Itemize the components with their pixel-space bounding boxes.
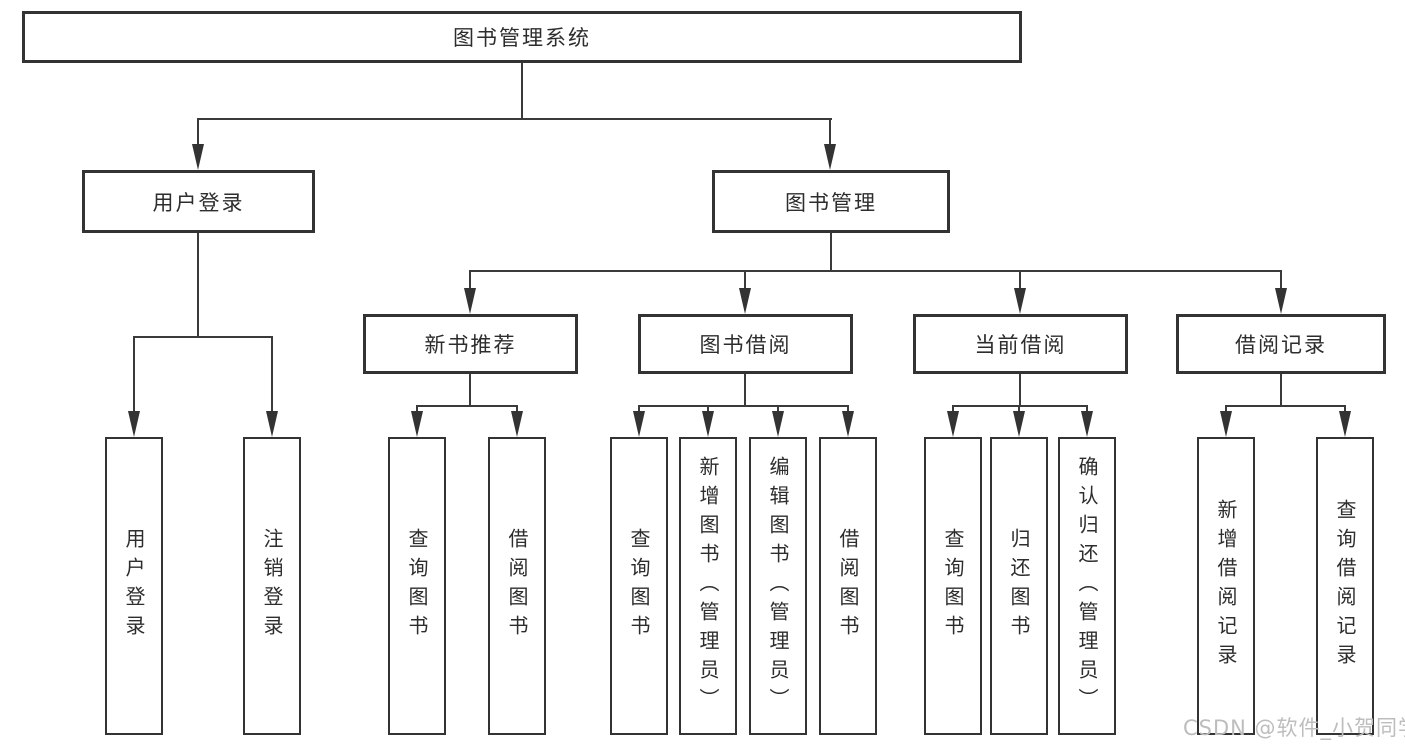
connector-book-borrowing-branch	[638, 405, 849, 407]
node-book-management: 图书管理	[712, 170, 950, 233]
node-add-borrow-record: 新增借阅记录	[1197, 437, 1255, 735]
arrow-down-icon	[128, 411, 140, 437]
connector-new-book-trunk	[469, 374, 471, 407]
arrow-down-icon	[1275, 288, 1287, 314]
connector-new-book-branch	[416, 405, 518, 407]
node-query-books-recommend-label: 查询图书	[405, 528, 429, 644]
node-add-books-admin: 新增图书（管理员）	[679, 437, 737, 735]
csdn-watermark: CSDN @软件_小贺同学	[1183, 716, 1405, 740]
connector-borrowing-records-trunk	[1280, 374, 1282, 407]
connector-stub-user-login	[197, 118, 199, 146]
node-confirm-return-admin-label: 确认归还（管理员）	[1075, 455, 1099, 717]
connector-book-management-trunk	[830, 233, 832, 272]
connector-stub-user-login-action	[133, 336, 135, 413]
node-user-login: 用户登录	[82, 170, 315, 233]
node-new-book-recommend-label: 新书推荐	[424, 333, 517, 357]
connector-book-borrowing-trunk	[744, 374, 746, 407]
node-borrowing-records-label: 借阅记录	[1235, 333, 1327, 357]
node-logout-action: 注销登录	[243, 437, 301, 735]
node-borrow-books-recommend: 借阅图书	[488, 437, 546, 735]
connector-stub	[952, 405, 954, 413]
node-add-borrow-record-label: 新增借阅记录	[1214, 499, 1238, 673]
connector-user-login-branch	[133, 336, 273, 338]
node-query-borrow-record-label: 查询借阅记录	[1333, 499, 1357, 673]
node-logout-action-label: 注销登录	[260, 528, 284, 644]
node-query-books-current: 查询图书	[924, 437, 982, 735]
connector-borrowing-records-branch	[1225, 405, 1346, 407]
connector-stub	[416, 405, 418, 413]
arrow-down-icon	[266, 411, 278, 437]
node-query-books-recommend: 查询图书	[388, 437, 446, 735]
arrow-down-icon	[702, 411, 714, 437]
node-user-login-action: 用户登录	[105, 437, 163, 735]
node-borrow-books-recommend-label: 借阅图书	[505, 528, 529, 644]
node-current-borrowing-label: 当前借阅	[974, 333, 1067, 357]
arrow-down-icon	[842, 411, 854, 437]
node-query-books-borrowing-label: 查询图书	[627, 528, 651, 644]
node-edit-books-admin: 编辑图书（管理员）	[749, 437, 807, 735]
node-book-management-label: 图书管理	[785, 190, 877, 215]
connector-current-borrowing-trunk	[1019, 374, 1021, 407]
node-new-book-recommend: 新书推荐	[363, 314, 578, 374]
arrow-down-icon	[192, 144, 204, 170]
node-query-borrow-record: 查询借阅记录	[1316, 437, 1374, 735]
connector-stub-book-borrowing	[744, 270, 746, 290]
node-book-borrowing-label: 图书借阅	[699, 333, 792, 357]
arrow-down-icon	[739, 288, 751, 314]
connector-stub	[1086, 405, 1088, 413]
connector-current-borrowing-branch	[952, 405, 1088, 407]
arrow-down-icon	[633, 411, 645, 437]
arrow-down-icon	[1081, 411, 1093, 437]
node-return-books-label: 归还图书	[1007, 528, 1031, 644]
connector-stub-new-book-recommend	[469, 270, 471, 290]
connector-stub-book-management	[829, 118, 831, 146]
node-query-books-borrowing: 查询图书	[610, 437, 668, 735]
connector-stub-borrowing-records	[1280, 270, 1282, 290]
node-current-borrowing: 当前借阅	[913, 314, 1128, 374]
node-return-books: 归还图书	[990, 437, 1048, 735]
node-root-label: 图书管理系统	[453, 26, 591, 50]
connector-stub	[1225, 405, 1227, 413]
connector-stub	[777, 405, 779, 413]
connector-user-login-trunk	[197, 233, 199, 337]
node-borrow-books-borrowing-label: 借阅图书	[836, 528, 860, 644]
node-book-borrowing: 图书借阅	[638, 314, 853, 374]
node-add-books-admin-label: 新增图书（管理员）	[696, 455, 720, 717]
arrow-down-icon	[1339, 411, 1351, 437]
node-user-login-label: 用户登录	[152, 190, 245, 215]
arrow-down-icon	[772, 411, 784, 437]
arrow-down-icon	[947, 411, 959, 437]
arrow-down-icon	[824, 144, 836, 170]
connector-stub	[638, 405, 640, 413]
connector-root-branch	[197, 118, 832, 120]
node-borrow-books-borrowing: 借阅图书	[819, 437, 877, 735]
arrow-down-icon	[464, 288, 476, 314]
arrow-down-icon	[1014, 288, 1026, 314]
node-query-books-current-label: 查询图书	[941, 528, 965, 644]
node-confirm-return-admin: 确认归还（管理员）	[1058, 437, 1116, 735]
arrow-down-icon	[411, 411, 423, 437]
connector-stub	[516, 405, 518, 413]
arrow-down-icon	[511, 411, 523, 437]
connector-stub	[1018, 405, 1020, 413]
node-borrowing-records: 借阅记录	[1176, 314, 1386, 374]
connector-stub	[1344, 405, 1346, 413]
arrow-down-icon	[1220, 411, 1232, 437]
connector-book-management-branch	[469, 270, 1282, 272]
node-root: 图书管理系统	[22, 11, 1022, 63]
connector-stub	[847, 405, 849, 413]
connector-stub	[707, 405, 709, 413]
connector-stub-current-borrowing	[1019, 270, 1021, 290]
connector-stub-logout-action	[271, 336, 273, 413]
connector-root-trunk	[521, 63, 523, 118]
node-edit-books-admin-label: 编辑图书（管理员）	[766, 455, 790, 717]
arrow-down-icon	[1013, 411, 1025, 437]
node-user-login-action-label: 用户登录	[122, 528, 146, 644]
